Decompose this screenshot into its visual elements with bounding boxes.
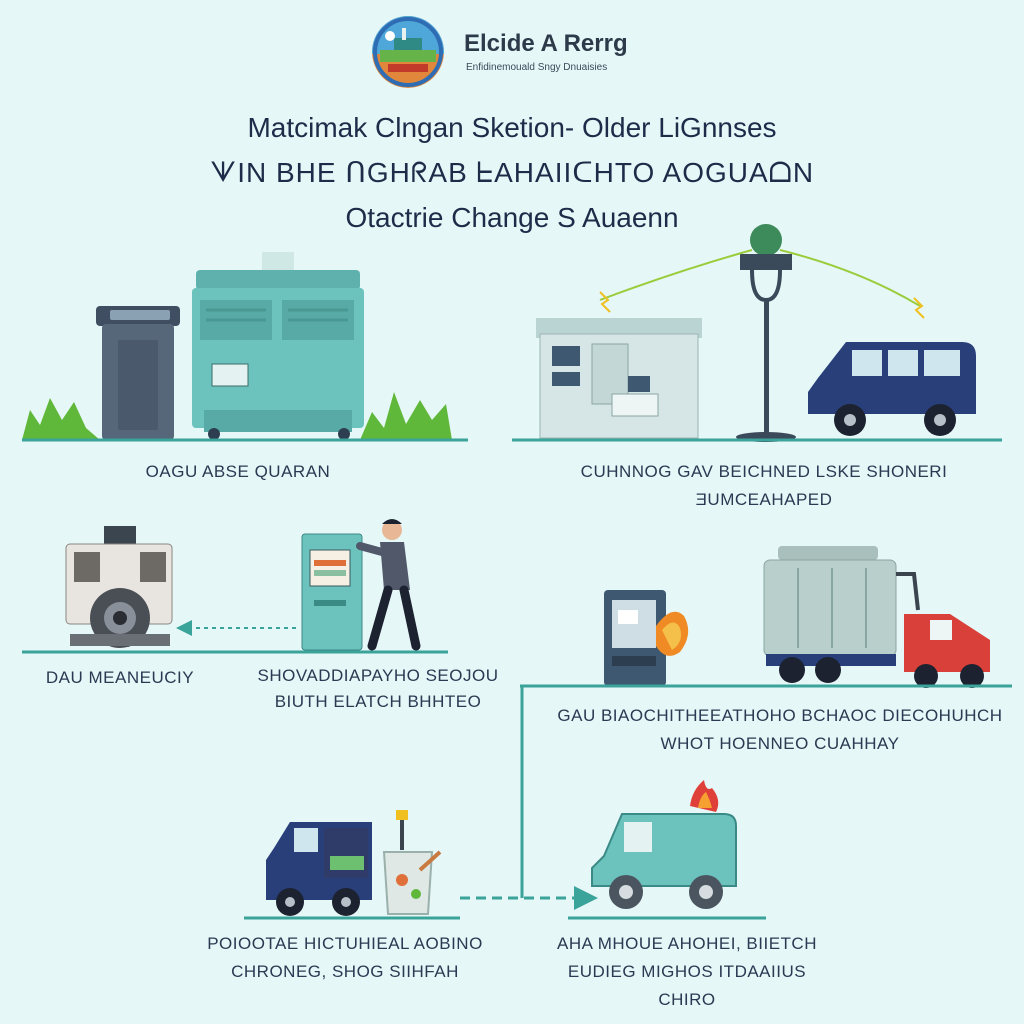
brand-name: Elcide A Rerrg — [464, 30, 628, 57]
brand-tagline: Enfidinemouald Sngy Dnuaisies — [466, 62, 608, 73]
trash-bin-icon — [96, 306, 180, 440]
page-title-line-1: Matcimak Clngan Sketion- Older LiGnnses — [247, 112, 777, 143]
panel-6-caption-line-2: CHRONEG, SHOG SIIHFAH — [231, 962, 459, 981]
power-wire-right — [779, 249, 921, 307]
recycling-bin-icon — [382, 810, 442, 915]
panel-6-caption-line-1: POIOOTAE HICTUHIEAL AOBINO — [207, 934, 483, 953]
charging-kiosk-icon — [301, 533, 363, 651]
panel-5-caption-line-1: GAU BIAOCHITHEEATHOHO BCHAOC DIECOHUHCH — [557, 706, 1003, 725]
electric-van-icon — [808, 342, 976, 436]
panel-7-caption-line-3: CHIRO — [658, 990, 716, 1009]
delivery-truck-icon — [266, 822, 372, 916]
charging-station-building-icon — [536, 318, 702, 439]
panel-7-caption-line-1: AHA MHOUE AHOHEI, BIIETCH — [557, 934, 817, 953]
panel-4-caption-line-2: BIUTH ELATCH BHHTEO — [274, 692, 482, 711]
page-title-line-2: ᗐIN BHE ᑎGHᖇAB ᖶAHAIIᑕHTO AOGUAᗝN — [209, 157, 815, 188]
grass-left — [22, 398, 100, 440]
spark-icon-2 — [913, 297, 925, 319]
panel-2-caption-line-2: ƎUMCEAHAPED — [695, 490, 833, 509]
brand-logo-graphic — [372, 16, 444, 88]
grass-right — [360, 392, 452, 440]
panel-3-caption: DAU MEANEUCIY — [45, 668, 195, 687]
panel-1-caption: OAGU ABSE QUARAN — [145, 462, 331, 481]
brand-logo — [372, 16, 444, 88]
burning-van-icon — [591, 780, 737, 909]
panel-2-caption-line-1: CUHNNOG GAV BEICHNED LSKE SHONERI — [580, 462, 948, 481]
battery-machine-icon — [604, 590, 689, 686]
panel-1-scene — [22, 252, 468, 442]
tanker-truck-icon — [763, 546, 990, 688]
panel-5-caption-line-2: WHOT HOENNEO CUAHHAY — [660, 734, 900, 753]
panel-2-scene — [512, 224, 1002, 442]
spark-icon — [599, 291, 611, 313]
panel-7-caption-line-2: EUDIEG MIGHOS ITDAAIIUS — [567, 962, 807, 981]
generator-unit-icon — [192, 252, 364, 440]
charging-pole-icon — [736, 224, 796, 442]
engine-icon — [65, 526, 173, 648]
person-icon — [356, 519, 421, 651]
panel-4-caption-line-1: SHOVADDIAPAYHO SEOJOU — [257, 666, 499, 685]
page-title-line-3: Otactrie Change S Auaenn — [345, 202, 679, 233]
power-wire-left — [599, 249, 753, 301]
